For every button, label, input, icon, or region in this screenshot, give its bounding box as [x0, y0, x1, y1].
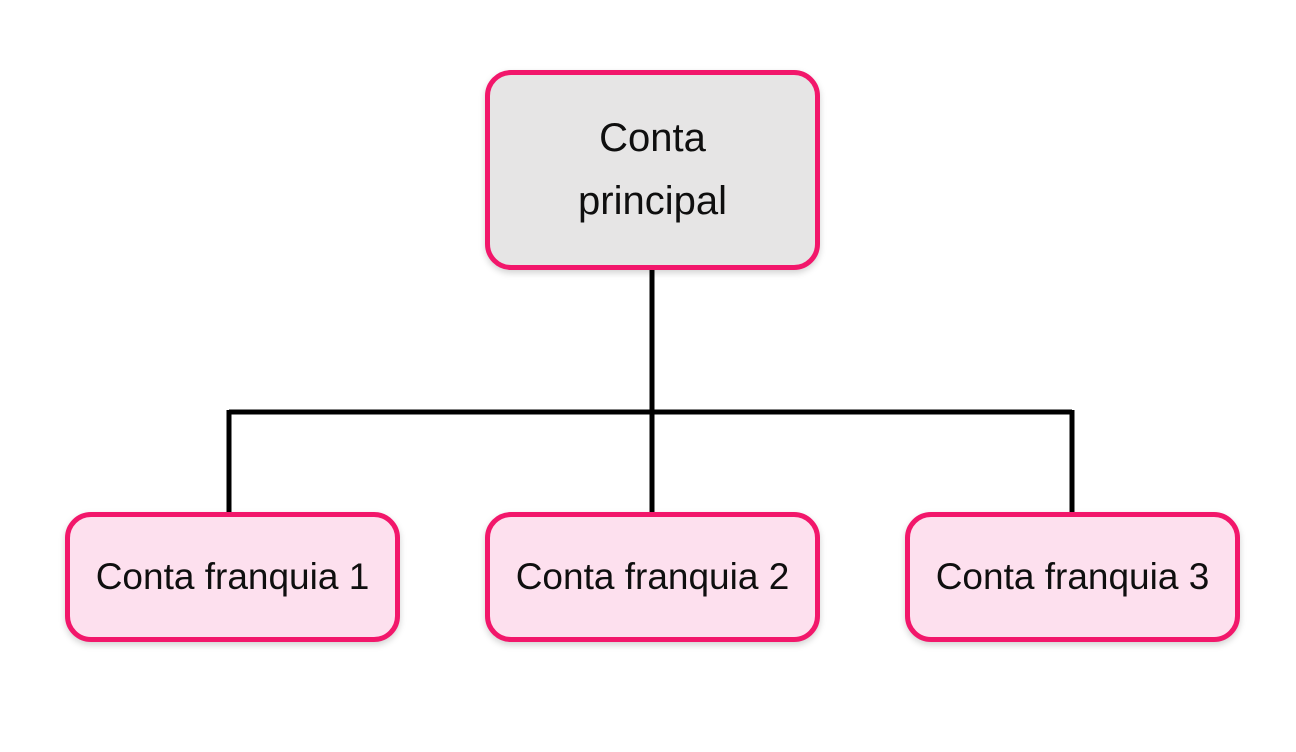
node-conta-principal: Conta principal — [485, 70, 820, 270]
node-label: Conta franquia 1 — [95, 556, 370, 597]
node-conta-franquia-3: Conta franquia 3 — [905, 512, 1240, 642]
node-label: Conta franquia 3 — [935, 556, 1210, 597]
node-label: Conta principal — [578, 116, 727, 223]
node-conta-franquia-1: Conta franquia 1 — [65, 512, 400, 642]
node-conta-franquia-2: Conta franquia 2 — [485, 512, 820, 642]
node-label: Conta franquia 2 — [515, 556, 790, 597]
